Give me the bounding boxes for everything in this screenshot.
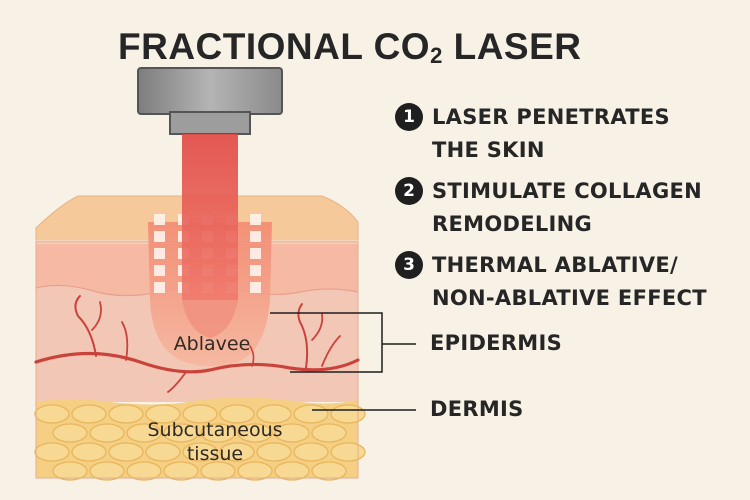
fat-cell <box>126 423 162 443</box>
ablation-dot <box>250 265 261 276</box>
ablation-dot <box>154 248 165 259</box>
step-2-badge: 2 <box>395 177 423 205</box>
fat-cell <box>89 423 125 443</box>
fat-cell <box>163 461 199 481</box>
step-3-text: THERMAL ABLATIVE/ NON-ABLATIVE EFFECT <box>432 253 707 310</box>
fat-cell <box>52 423 88 443</box>
fat-cell <box>163 423 199 443</box>
fat-cell <box>274 423 310 443</box>
fat-cell <box>108 442 144 462</box>
subcutaneous-label: Subcutaneous tissue <box>147 419 283 465</box>
fat-cell <box>71 404 107 424</box>
fat-cell <box>311 461 347 481</box>
ablation-dot <box>154 265 165 276</box>
fat-cell <box>237 423 273 443</box>
fat-cell <box>71 442 107 462</box>
fat-cell <box>34 404 70 424</box>
laser-device <box>137 67 283 135</box>
fat-cell <box>89 461 125 481</box>
ablation-dot <box>250 214 261 225</box>
blood-vessels <box>34 295 360 393</box>
fat-cell <box>274 461 310 481</box>
ablation-dot <box>154 282 165 293</box>
fat-cell <box>219 404 255 424</box>
fat-cell <box>256 442 292 462</box>
ablation-dot <box>250 248 261 259</box>
dermis-label: DERMIS <box>430 397 524 421</box>
epidermis-bracket <box>270 312 416 373</box>
fat-cell <box>182 442 218 462</box>
fat-cell <box>293 442 329 462</box>
fat-cell <box>145 442 181 462</box>
step-2-text: STIMULATE COLLAGEN REMODELING <box>432 179 703 236</box>
step-1-badge: 1 <box>395 103 423 131</box>
fat-cell <box>311 423 347 443</box>
fat-cell <box>330 442 366 462</box>
fat-cell <box>330 404 366 424</box>
ablation-zone-label: Ablavee <box>173 333 251 355</box>
fat-cell <box>108 404 144 424</box>
laser-beam <box>182 134 238 300</box>
fat-cell <box>219 442 255 462</box>
fat-cell <box>126 461 162 481</box>
fat-cell <box>52 461 88 481</box>
fat-cell <box>145 404 181 424</box>
step-3-badge: 3 <box>395 251 423 279</box>
ablation-dot <box>154 214 165 225</box>
diagram-title: FRACTIONAL CO2 LASER <box>118 26 582 68</box>
fat-cell <box>182 404 218 424</box>
fat-cell <box>256 404 292 424</box>
ablation-dot <box>250 282 261 293</box>
fat-cell <box>237 461 273 481</box>
epidermis-label: EPIDERMIS <box>430 331 563 355</box>
ablation-dot <box>154 231 165 242</box>
fat-cell <box>200 461 236 481</box>
ablation-dot <box>250 231 261 242</box>
subcutaneous-fat <box>34 397 366 481</box>
fat-cell <box>200 423 236 443</box>
fat-cell <box>293 404 329 424</box>
step-1-text: LASER PENETRATES THE SKIN <box>432 105 670 162</box>
fat-cell <box>34 442 70 462</box>
